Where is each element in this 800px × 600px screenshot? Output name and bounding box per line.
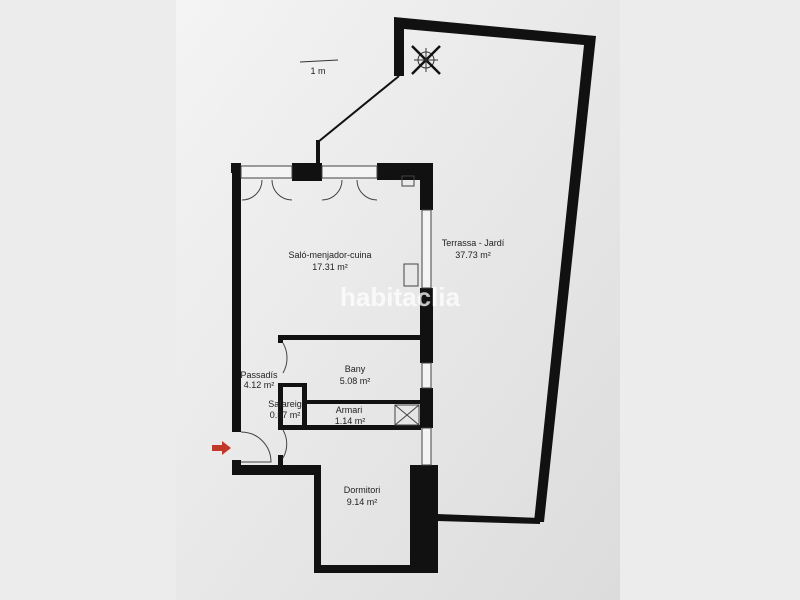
compass-rose-icon [411, 45, 441, 75]
entrance-arrow-icon [212, 441, 231, 455]
apartment-walls [231, 163, 438, 573]
room-bedroom: Dormitori 9.14 m² [344, 485, 381, 507]
room-name: Safareig [268, 399, 302, 409]
room-name: Bany [345, 364, 366, 374]
room-name: Terrassa - Jardí [442, 238, 505, 248]
room-name: Armari [336, 405, 363, 415]
scale-bar: 1 m [299, 59, 339, 76]
scale-label: 1 m [310, 66, 325, 76]
room-area: 4.12 m² [244, 380, 275, 390]
room-area: 5.08 m² [340, 376, 371, 386]
room-closet: Armari 1.14 m² [335, 405, 366, 426]
room-area: 0.57 m² [270, 410, 301, 420]
room-terrace: Terrassa - Jardí 37.73 m² [442, 238, 505, 260]
terrace-walls [316, 17, 596, 524]
room-area: 9.14 m² [347, 497, 378, 507]
room-bathroom: Bany 5.08 m² [340, 364, 371, 386]
room-name: Passadís [240, 370, 278, 380]
room-hallway: Passadís 4.12 m² [240, 370, 278, 390]
windows-and-doors [240, 165, 432, 466]
room-area: 17.31 m² [312, 262, 348, 272]
room-name: Dormitori [344, 485, 381, 495]
room-laundry: Safareig 0.57 m² [268, 399, 302, 420]
watermark-logo: habitaclia [340, 282, 460, 312]
room-area: 1.14 m² [335, 416, 366, 426]
room-area: 37.73 m² [455, 250, 491, 260]
room-saloon: Saló-menjador-cuina 17.31 m² [288, 250, 371, 272]
room-name: Saló-menjador-cuina [288, 250, 371, 260]
